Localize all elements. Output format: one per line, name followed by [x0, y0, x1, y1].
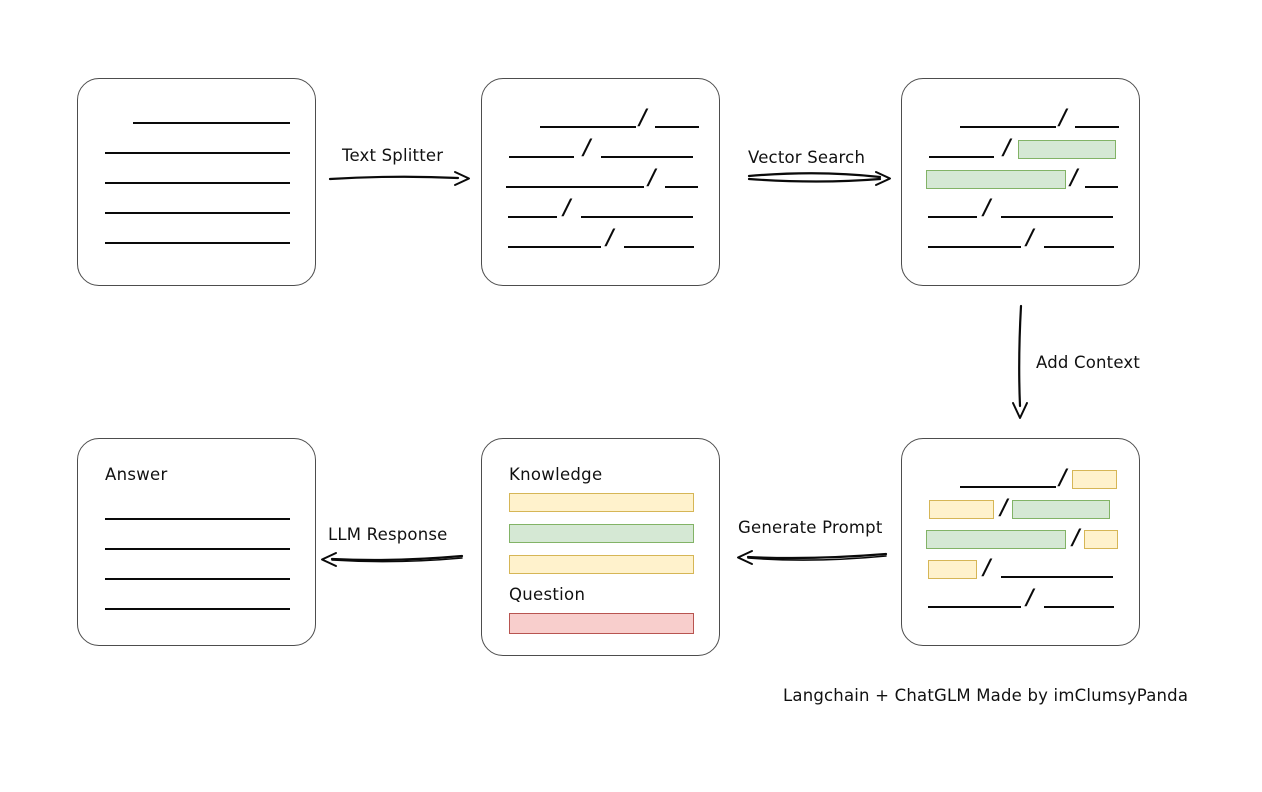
- split-text-line: [540, 126, 636, 128]
- chunk-separator-slash: /: [1026, 584, 1034, 609]
- context-text-line: [1001, 576, 1113, 578]
- edge-add-context-label: Add Context: [1036, 353, 1141, 372]
- arrow-generate-prompt: [737, 550, 888, 565]
- context-matched-chunk: [1012, 500, 1110, 519]
- arrow-llm-response: [321, 552, 464, 567]
- chunk-separator-slash: /: [563, 194, 571, 219]
- chunk-separator-slash: /: [648, 164, 656, 189]
- source-text-line: [105, 182, 290, 184]
- chunk-separator-slash: /: [1059, 464, 1067, 489]
- answer-text-line: [105, 608, 290, 610]
- chunk-separator-slash: /: [1003, 134, 1011, 159]
- split-text-line: [601, 156, 693, 158]
- arrow-vector-search: [747, 171, 891, 186]
- context-text-line: [928, 606, 1021, 608]
- edge-text-splitter-label: Text Splitter: [342, 146, 444, 165]
- chunk-separator-slash: /: [1000, 494, 1008, 519]
- matched-matched-chunk: [1018, 140, 1116, 159]
- split-text-line: [506, 186, 644, 188]
- knowledge-bar: [509, 555, 694, 574]
- source-text-line: [105, 152, 290, 154]
- answer-text-line: [105, 548, 290, 550]
- chunk-separator-slash: /: [1070, 164, 1078, 189]
- edge-generate-prompt-label: Generate Prompt: [738, 518, 883, 537]
- matched-text-line: [960, 126, 1056, 128]
- split-text-line: [655, 126, 699, 128]
- source-text-line: [105, 212, 290, 214]
- split-document-box[interactable]: [481, 78, 720, 286]
- question-bar: [509, 613, 694, 634]
- edge-vector-search-label: Vector Search: [748, 148, 866, 167]
- chunk-separator-slash: /: [639, 104, 647, 129]
- matched-text-line: [1075, 126, 1119, 128]
- context-context-chunk: [1072, 470, 1117, 489]
- answer-label: Answer: [105, 465, 168, 484]
- edge-llm-response-label: LLM Response: [328, 525, 448, 544]
- split-text-line: [581, 216, 693, 218]
- answer-box[interactable]: [77, 438, 316, 646]
- matched-text-line: [1085, 186, 1118, 188]
- context-context-chunk: [929, 500, 994, 519]
- matched-text-line: [928, 216, 977, 218]
- chunk-separator-slash: /: [1059, 104, 1067, 129]
- chunk-separator-slash: /: [983, 194, 991, 219]
- matched-text-line: [929, 156, 994, 158]
- arrow-text-splitter: [328, 171, 470, 186]
- knowledge-bar: [509, 524, 694, 543]
- chunk-separator-slash: /: [583, 134, 591, 159]
- split-text-line: [665, 186, 698, 188]
- source-text-line: [105, 242, 290, 244]
- context-context-chunk: [1084, 530, 1118, 549]
- chunk-separator-slash: /: [983, 554, 991, 579]
- context-text-line: [1044, 606, 1114, 608]
- answer-text-line: [105, 578, 290, 580]
- context-text-line: [960, 486, 1056, 488]
- chunk-separator-slash: /: [1072, 524, 1080, 549]
- arrow-add-context: [1012, 304, 1028, 419]
- knowledge-bar: [509, 493, 694, 512]
- matched-text-line: [928, 246, 1021, 248]
- matched-text-line: [1044, 246, 1114, 248]
- split-text-line: [509, 156, 574, 158]
- chunk-separator-slash: /: [1026, 224, 1034, 249]
- matched-matched-chunk: [926, 170, 1066, 189]
- context-context-chunk: [928, 560, 977, 579]
- knowledge-label: Knowledge: [509, 465, 603, 484]
- chunk-separator-slash: /: [606, 224, 614, 249]
- answer-text-line: [105, 518, 290, 520]
- footer-caption: Langchain + ChatGLM Made by imClumsyPand…: [783, 686, 1189, 705]
- split-text-line: [508, 246, 601, 248]
- matched-text-line: [1001, 216, 1113, 218]
- source-text-line: [133, 122, 290, 124]
- question-label: Question: [509, 585, 586, 604]
- split-text-line: [508, 216, 557, 218]
- context-matched-chunk: [926, 530, 1066, 549]
- split-text-line: [624, 246, 694, 248]
